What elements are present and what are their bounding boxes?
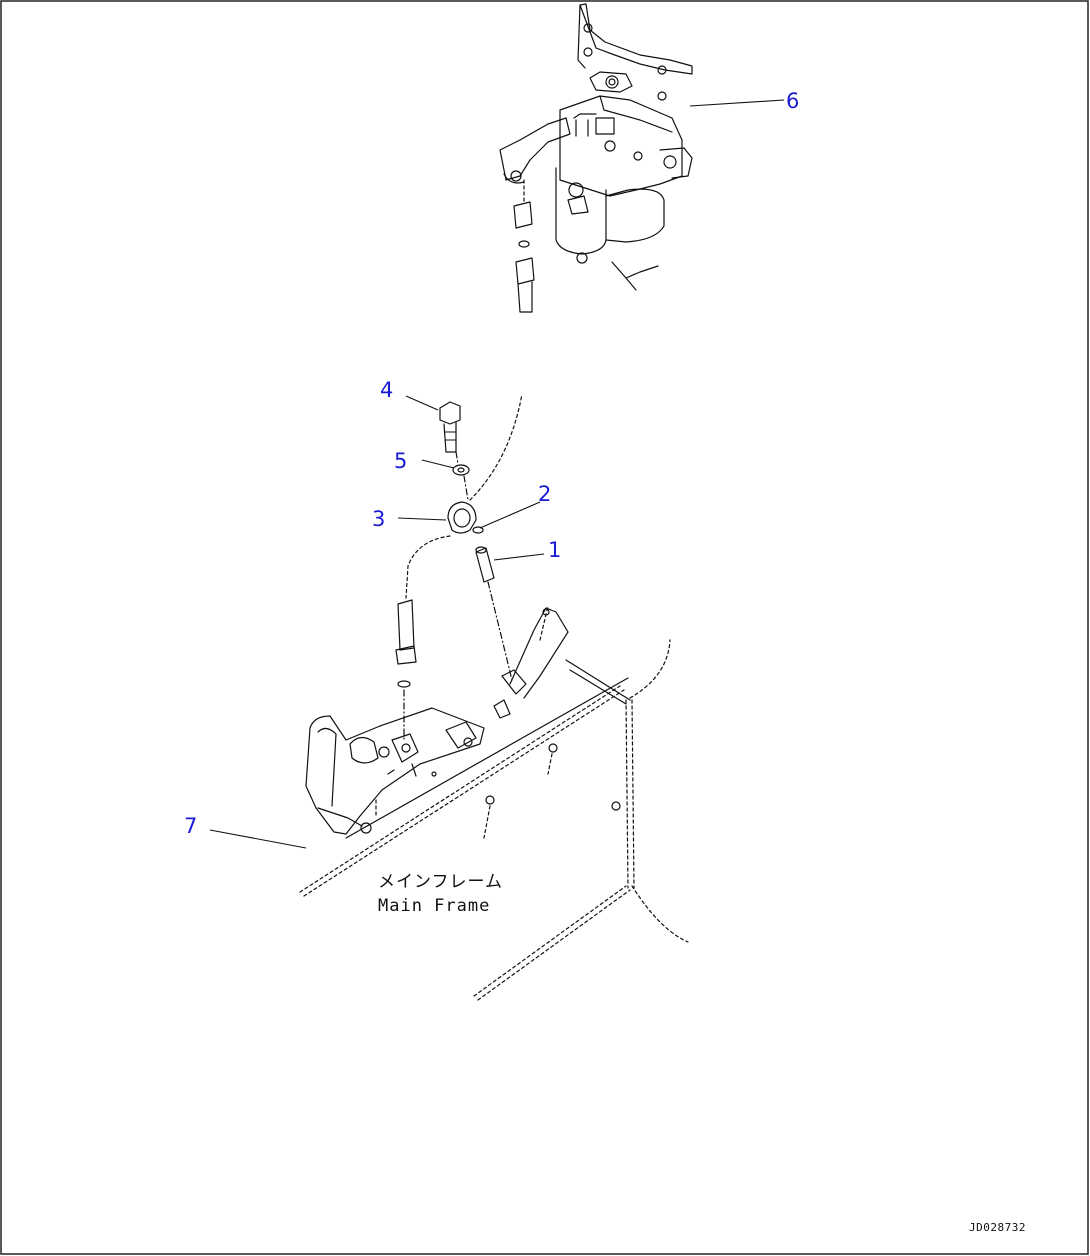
callout-5: 5	[394, 449, 408, 473]
leader-1	[493, 553, 545, 561]
filter-assembly-part-6	[499, 3, 693, 313]
drawing-id: JD028732	[969, 1221, 1026, 1234]
main-frame-label-english: Main Frame	[378, 896, 491, 916]
main-frame-label-japanese: メインフレーム	[378, 872, 503, 892]
leader-2	[479, 501, 541, 529]
callout-1: 1	[548, 538, 562, 562]
leader-6	[689, 99, 785, 107]
clamp-parts-1-5	[395, 393, 523, 743]
callout-2: 2	[538, 482, 552, 506]
leader-4	[405, 395, 439, 411]
leader-7	[209, 829, 307, 849]
leader-3	[397, 517, 447, 521]
callout-7: 7	[184, 814, 198, 838]
main-frame-part-7	[299, 605, 689, 1001]
callout-6: 6	[786, 89, 800, 113]
callout-4: 4	[380, 378, 394, 402]
leader-5	[421, 459, 455, 469]
callout-3: 3	[372, 507, 386, 531]
